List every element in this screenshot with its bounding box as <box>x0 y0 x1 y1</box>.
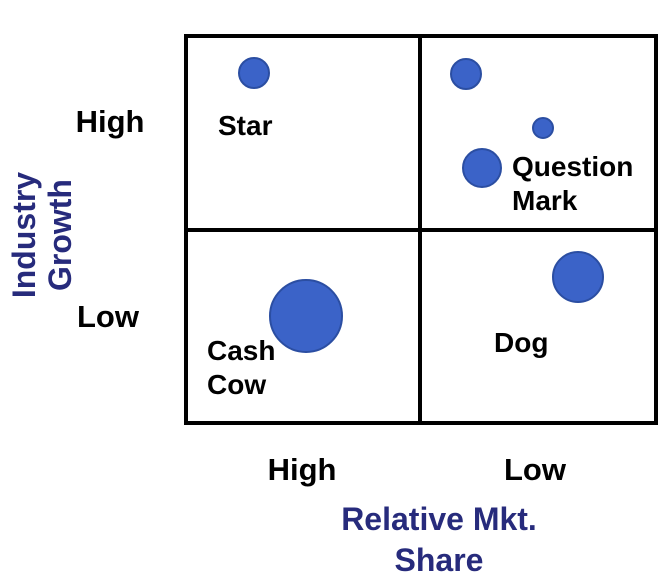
quadrant-label-star: Star <box>218 110 273 141</box>
x-axis-title: Relative Mkt. Share <box>341 501 537 578</box>
y-axis-title: Industry Growth <box>6 171 78 299</box>
y-axis-tick-low: Low <box>77 299 139 334</box>
matrix-horizontal-divider <box>184 228 658 232</box>
x-axis-tick-low: Low <box>504 452 566 487</box>
y-axis-tick-high: High <box>75 104 145 139</box>
x-axis-tick-high: High <box>267 452 337 487</box>
quadrant-label-question-mark: Question Mark <box>512 151 634 216</box>
quadrant-label-cash-cow: Cash Cow <box>207 335 276 400</box>
quadrant-label-dog: Dog <box>494 327 549 358</box>
